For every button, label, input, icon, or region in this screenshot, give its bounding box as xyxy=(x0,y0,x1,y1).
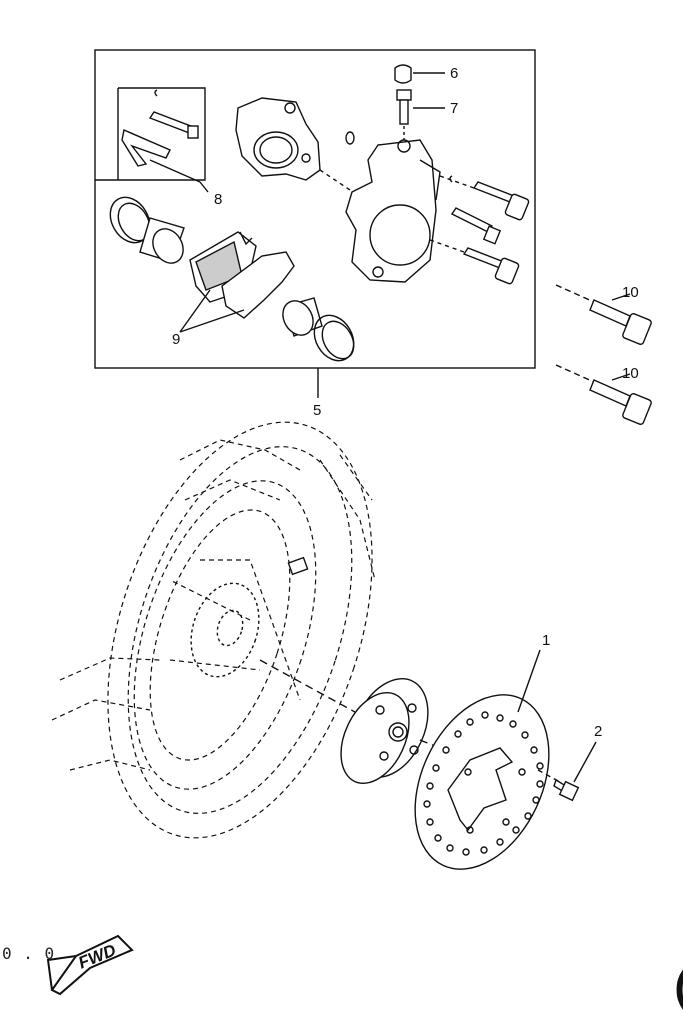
caliper-bracket xyxy=(235,97,355,181)
brake-pad-shim xyxy=(221,251,295,319)
piston-seal-right xyxy=(313,314,355,362)
forward-direction-arrow xyxy=(46,934,134,996)
piston-left xyxy=(139,217,185,264)
callout-1: 1 xyxy=(542,632,551,649)
disc-bolt xyxy=(537,741,597,802)
caliper-bolt-upper xyxy=(439,175,530,221)
pin-kit-subframe xyxy=(95,87,206,181)
caliper-bolt-lower xyxy=(429,239,520,285)
callout-5: 5 xyxy=(313,402,322,419)
callout-8: 8 xyxy=(214,191,223,208)
brake-disc xyxy=(414,649,550,870)
caliper-mounting-bolt-upper xyxy=(555,284,652,345)
valve-stem xyxy=(287,556,309,576)
caliper-pin-lower xyxy=(450,207,502,245)
caliper-body xyxy=(345,139,441,283)
bleed-screw xyxy=(396,89,445,140)
bleed-cap xyxy=(394,64,445,84)
brake-disc-hub xyxy=(340,678,429,785)
wheel-phantom xyxy=(51,421,376,839)
callout-10-upper: 10 xyxy=(622,284,639,301)
callout-6: 6 xyxy=(450,65,459,82)
caliper-pin xyxy=(121,89,209,193)
callout-10-lower: 10 xyxy=(622,365,639,382)
callout-2: 2 xyxy=(594,723,603,740)
caliper-mounting-bolt-lower xyxy=(555,364,652,425)
piston-right xyxy=(282,297,323,337)
wheel-hub-phantom xyxy=(190,582,260,678)
corner-glyph: ( xyxy=(674,962,683,1012)
page-code-fragment: 0 . 0 xyxy=(2,944,56,963)
callout-9: 9 xyxy=(172,331,181,348)
callout-7: 7 xyxy=(450,100,459,117)
caliper-assembly-frame xyxy=(94,49,536,369)
